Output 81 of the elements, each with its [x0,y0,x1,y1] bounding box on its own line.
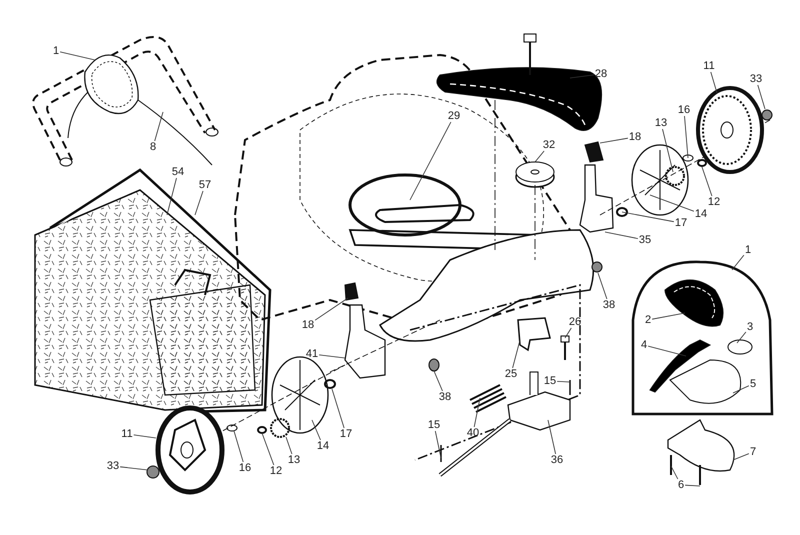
leader-line [648,346,686,356]
leader-line [434,430,442,458]
leader-line [702,166,712,196]
callout-number: 12 [706,196,722,208]
callout-number: 29 [446,110,462,122]
leader-line [262,432,274,466]
callout-number: 33 [106,460,120,472]
callout-number: 57 [198,179,212,191]
leader-line [60,52,96,60]
callout-number: 26 [568,316,582,328]
callout-number: 36 [550,454,564,466]
leader-line [732,385,750,394]
callout-number: 28 [594,68,608,80]
callout-number: 11 [702,60,716,72]
leader-line [732,453,750,460]
callout-number: 18 [628,131,642,143]
leader-line [548,420,556,454]
leader-line [684,116,688,158]
callout-number: 15 [426,419,442,431]
leader-line [670,466,678,480]
leader-line [652,312,686,320]
callout-number: 41 [304,348,320,360]
leader-line [234,430,244,462]
leader-line [684,484,700,486]
callout-number: 1 [744,244,752,256]
callout-number: 14 [694,208,708,220]
callout-number: 15 [542,375,558,387]
callout-number: 11 [120,428,134,440]
leader-line [474,398,480,428]
callout-number: 17 [338,428,354,440]
callout-number: 6 [676,479,686,491]
leader-line [604,232,638,239]
callout-number: 4 [640,339,648,351]
callout-number: 2 [644,314,652,326]
callout-number: 8 [148,141,158,153]
leader-line [736,332,746,344]
leader-line [757,84,766,110]
leader-line [410,122,452,200]
leader-line [194,190,204,216]
leader-line [286,436,292,454]
leader-line [732,254,744,270]
leader-line [332,388,344,428]
callout-number: 7 [748,446,758,458]
callout-number: 16 [676,104,692,116]
callout-number: 14 [316,440,330,452]
leader-line [133,434,156,438]
callout-number: 25 [504,368,518,380]
leader-line [556,381,570,382]
callout-number: 16 [238,462,252,474]
callout-number: 38 [602,299,616,311]
callout-number: 35 [638,234,652,246]
callout-number: 32 [542,139,556,151]
leader-line [570,74,594,78]
leader-line [710,72,718,94]
callout-number: 12 [268,465,284,477]
leader-line [312,420,321,440]
leader-line [318,354,346,358]
callout-number: 38 [438,391,452,403]
leader-line [600,138,628,144]
leader-line [622,212,674,222]
leader-line [166,178,177,216]
leader-line [314,298,348,321]
callout-number: 18 [300,319,316,331]
callout-number: 54 [170,166,186,178]
callout-number: 33 [748,73,764,85]
leader-line [650,194,694,212]
leader-line [534,150,544,162]
callout-number: 17 [674,217,688,229]
callout-number: 5 [748,378,758,390]
leader-line [564,328,572,338]
callout-number: 13 [286,454,302,466]
leader-line [512,340,520,368]
leader-line [598,272,608,300]
leader-line [154,112,164,142]
callout-number: 40 [466,427,480,439]
callout-number: 3 [746,321,754,333]
callout-number: 1 [52,45,60,57]
leader-line [120,466,148,470]
leader-line [434,370,443,392]
leader-line [662,128,674,172]
callout-number: 13 [654,117,668,129]
